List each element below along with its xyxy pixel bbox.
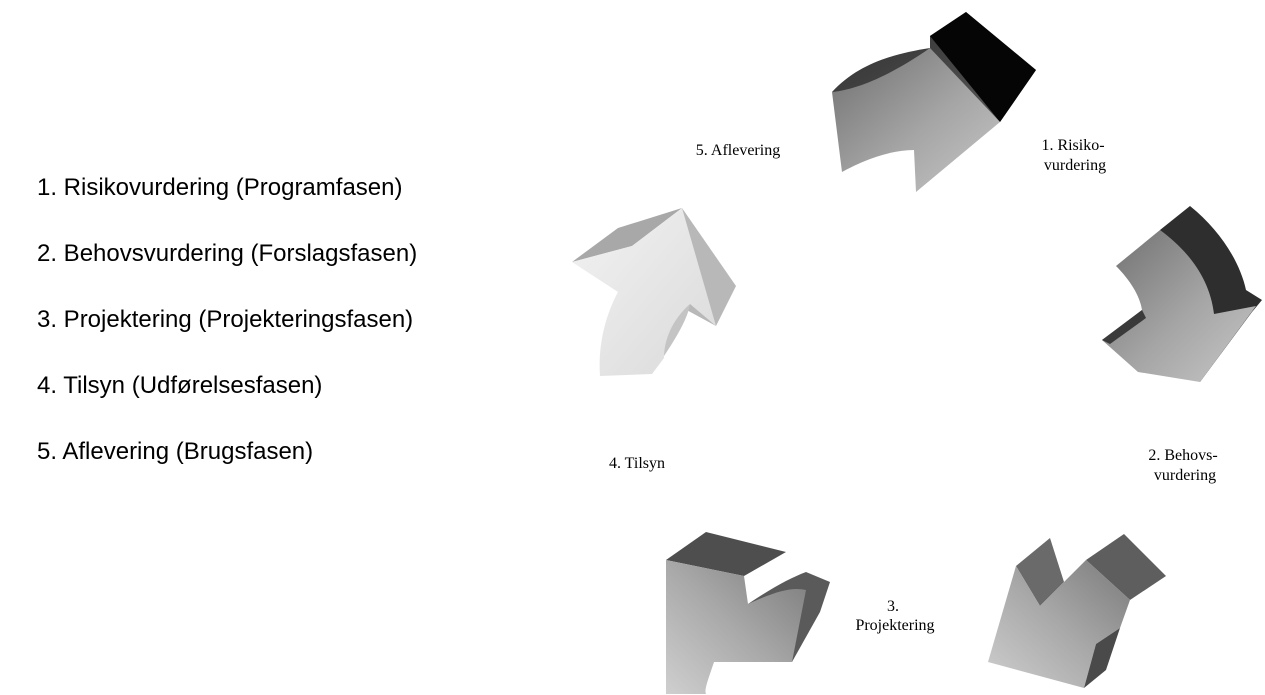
label-aflevering: 5. Aflevering [696, 142, 780, 159]
phase-list-item-behovsvurdering: 2. Behovsvurdering (Forslagsfasen) [37, 240, 418, 267]
label-risikovurdering: 1. Risiko- vurdering [1041, 137, 1108, 174]
label-projektering: 3. Projektering [855, 598, 934, 634]
label-behovsvurdering: 2. Behovs- vurdering [1148, 447, 1221, 484]
arrow-to-aflevering-icon [572, 208, 736, 376]
phase-list: 1. Risikovurdering (Programfasen) 2. Beh… [37, 170, 417, 500]
label-tilsyn: 4. Tilsyn [609, 455, 665, 472]
arrow-to-risikovurdering-icon [832, 12, 1036, 192]
phase-list-item-tilsyn: 4. Tilsyn (Udførelsesfasen) [37, 372, 323, 399]
phase-list-item-projektering: 3. Projektering (Projekteringsfasen) [37, 306, 414, 333]
phase-list-item-aflevering: 5. Aflevering (Brugsfasen) [37, 438, 314, 465]
arrow-to-projektering-icon [988, 534, 1166, 688]
arrow-to-tilsyn-icon [666, 532, 830, 694]
phase-list-item-risikovurdering: 1. Risikovurdering (Programfasen) [37, 174, 403, 201]
arrow-to-behovsvurdering-icon [1102, 206, 1262, 382]
